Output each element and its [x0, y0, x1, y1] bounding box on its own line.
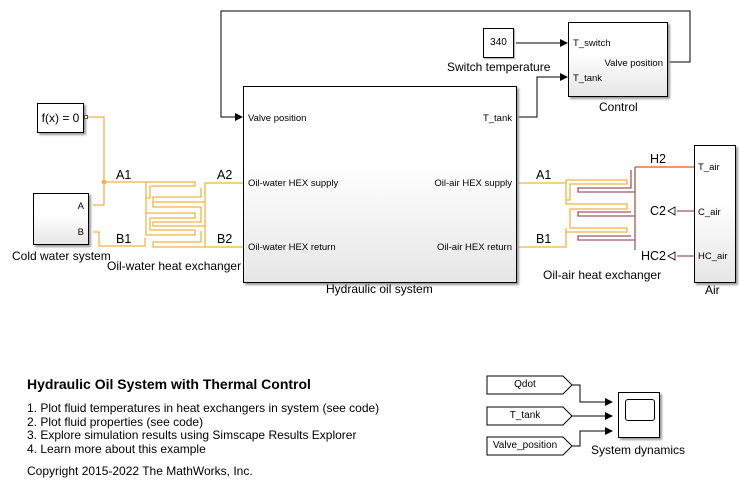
from-tag-shape-t-tank: [486, 406, 573, 426]
hc2-connection-icon: [667, 251, 676, 261]
cold-water-caption: Cold water system: [12, 249, 111, 263]
oil-air-hex-block[interactable]: [564, 166, 638, 252]
oil-water-hex-coil-a: [145, 181, 196, 236]
port-t-switch: T_switch: [573, 38, 611, 49]
port-t-air: T_air: [698, 162, 720, 173]
from-tag-valve-position[interactable]: Valve_position: [492, 440, 558, 451]
note-link-plot-properties[interactable]: 2. Plot fluid properties (see code): [27, 414, 204, 429]
port-oa-return: Oil-air HEX return: [437, 242, 512, 253]
signal-valve-position-loop[interactable]: [220, 10, 691, 121]
scope-block[interactable]: [618, 392, 660, 438]
c2-connection-icon: [667, 206, 676, 216]
notes-list: 1. Plot fluid temperatures in heat excha…: [27, 401, 380, 456]
port-t-tank: T_tank: [482, 113, 512, 124]
signal-t-tank[interactable]: [516, 73, 568, 118]
ow-hex-a2-label: A2: [217, 168, 233, 182]
scope-caption: System dynamics: [591, 443, 686, 457]
switch-temperature-caption: Switch temperature: [447, 60, 551, 74]
oil-water-hex-coil-b: [152, 186, 206, 248]
note-link-plot-temperatures[interactable]: 1. Plot fluid temperatures in heat excha…: [27, 401, 380, 415]
port-ow-return: Oil-water HEX return: [248, 242, 336, 253]
oil-air-hex-coil-oil: [565, 179, 628, 233]
air-caption: Air: [705, 283, 720, 297]
oa-hex-c2-label: C2: [650, 204, 666, 218]
air-block[interactable]: T_air C_air HC_air: [694, 145, 736, 283]
constant-fx-label: f(x) = 0: [41, 111, 80, 125]
ow-hex-b1-label: B1: [116, 232, 132, 246]
port-valve-position: Valve position: [248, 113, 307, 124]
port-control-t-tank: T_tank: [573, 73, 603, 84]
fx-port[interactable]: [84, 115, 88, 119]
oil-water-hex-block[interactable]: [144, 178, 208, 250]
oil-air-hex-coil-air: [577, 167, 636, 250]
oa-hex-b1-label: B1: [536, 232, 552, 246]
oil-line-b1[interactable]: [93, 231, 146, 247]
oa-hex-h2-label: H2: [650, 152, 666, 166]
signal-valve-scope[interactable]: [572, 427, 613, 447]
scope-screen-icon: [625, 399, 655, 421]
note-link-results-explorer[interactable]: 3. Explore simulation results using Sims…: [27, 428, 357, 443]
notes-title: Hydraulic Oil System with Thermal Contro…: [27, 376, 311, 392]
oa-hex-hc2-label: HC2: [641, 249, 667, 263]
from-tag-qdot[interactable]: Qdot: [514, 379, 536, 390]
oa-hex-a1-label: A1: [536, 168, 552, 182]
control-block[interactable]: T_switch Valve position T_tank: [568, 22, 668, 97]
hydraulic-oil-system-block[interactable]: Valve position T_tank Oil-water HEX supp…: [243, 86, 517, 283]
port-control-valve-position: Valve position: [604, 58, 663, 69]
port-b: B: [77, 227, 84, 238]
oa-hex-caption: Oil-air heat exchanger: [543, 268, 662, 282]
signal-qdot[interactable]: [572, 384, 613, 406]
control-caption: Control: [599, 100, 638, 114]
switch-temperature-block[interactable]: 340: [483, 28, 514, 58]
oil-line-a2[interactable]: [204, 182, 243, 188]
ow-hex-b2-label: B2: [217, 232, 233, 246]
note-link-learn-more[interactable]: 4. Learn more about this example: [27, 441, 206, 456]
port-ow-supply: Oil-water HEX supply: [248, 178, 339, 189]
oil-line-fx[interactable]: [88, 116, 105, 206]
from-tag-t-tank[interactable]: T_tank: [509, 410, 541, 421]
port-hc-air: HC_air: [698, 251, 728, 262]
ow-hex-a1-label: A1: [116, 168, 132, 182]
port-a: A: [77, 201, 84, 212]
ow-hex-caption: Oil-water heat exchanger: [107, 259, 242, 273]
junction-dot: [101, 179, 107, 185]
switch-temperature-value: 340: [490, 37, 507, 48]
port-c-air: C_air: [698, 207, 721, 218]
from-tag-shape-qdot: [486, 375, 573, 395]
constant-fx-block[interactable]: f(x) = 0: [37, 103, 84, 133]
cold-water-system-block[interactable]: A B: [33, 193, 89, 245]
port-oa-supply: Oil-air HEX supply: [434, 178, 512, 189]
oil-line-oa-b1[interactable]: [516, 228, 567, 248]
copyright: Copyright 2015-2022 The MathWorks, Inc.: [27, 464, 253, 478]
hydraulic-caption: Hydraulic oil system: [326, 282, 433, 296]
from-tag-shape-valve: [486, 436, 573, 456]
